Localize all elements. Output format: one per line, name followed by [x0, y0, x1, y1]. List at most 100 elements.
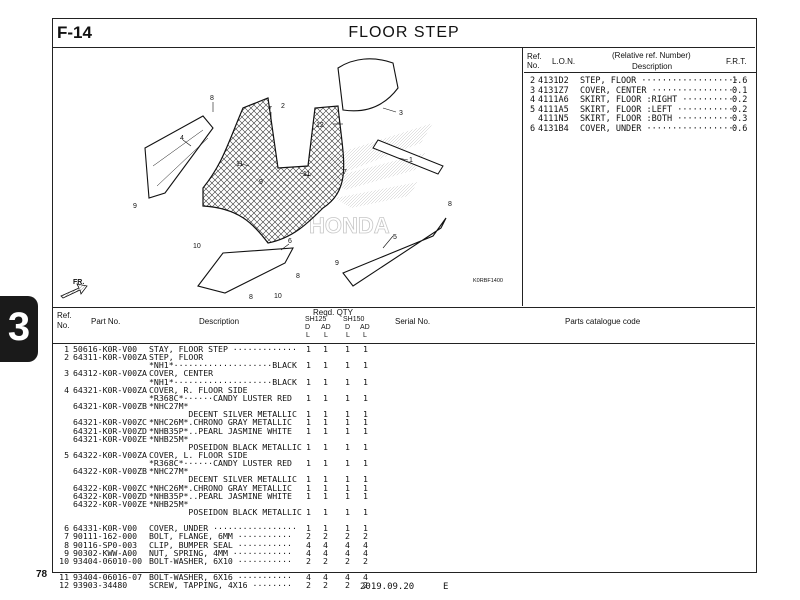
- parts-cell-part-no: 64322-K0R-V00ZE: [73, 498, 147, 509]
- reference-table: Ref. No. L.O.N. (Relative ref. Number) D…: [524, 48, 756, 306]
- parts-cell-description: *NHC26M*.CHRONO GRAY METALLIC: [149, 482, 292, 493]
- parts-cell-qty: 1: [345, 490, 350, 501]
- parts-cell-part-no: 64321-K0R-V00ZC: [73, 417, 147, 428]
- parts-cell-qty: 2: [323, 555, 328, 566]
- parts-cell-qty: 1: [345, 482, 350, 493]
- parts-cell-part-no: 64321-K0R-V00ZB: [73, 401, 147, 412]
- callout-3: 3: [399, 110, 403, 117]
- parts-cell-ref: 12: [59, 580, 69, 591]
- parts-cell-qty: 1: [306, 490, 311, 501]
- diagram-drawing: HONDA: [60, 58, 503, 301]
- parts-cell-description: COVER, R. FLOOR SIDE: [149, 384, 248, 395]
- parts-cell-qty: 1: [363, 458, 368, 469]
- parts-cell-part-no: 64312-K0R-V00ZA: [73, 368, 147, 379]
- callout-9b: 9: [133, 203, 137, 210]
- parts-cell-description: *NHC27M*: [149, 401, 189, 412]
- parts-cell-description: *NHB25M*: [149, 498, 189, 509]
- parts-cell-qty: 1: [306, 360, 311, 371]
- parts-cell-description: COVER, CENTER: [149, 368, 214, 379]
- ref-cell-desc: COVER, UNDER ··················: [580, 123, 739, 134]
- parts-cell-qty: 4: [363, 572, 368, 583]
- ref-cell-lon: 4111N5: [538, 114, 569, 124]
- parts-cell-part-no: 90302-KWW-A00: [73, 547, 138, 558]
- page-header: F-14 FLOOR STEP: [53, 19, 755, 48]
- parts-cell-description: POSEIDON BLACK METALLIC: [149, 507, 302, 517]
- ref-cell-frt: 0.6: [732, 123, 748, 134]
- parts-cell-qty: 1: [306, 523, 311, 534]
- floor-stay-part: [372, 139, 444, 175]
- parts-cell-qty: 1: [363, 425, 368, 436]
- parts-cell-qty: 1: [345, 360, 350, 371]
- section-tab-number: 3: [7, 305, 31, 349]
- header-l2: L: [324, 332, 328, 339]
- parts-cell-qty: 2: [363, 580, 368, 591]
- callout-7a: 7: [268, 106, 272, 113]
- parts-cell-part-no: 90111-162-000: [73, 531, 138, 542]
- parts-cell-qty: 1: [306, 474, 311, 485]
- ref-cell-desc: SKIRT, FLOOR :BOTH ············: [580, 114, 739, 124]
- callout-8c: 8: [296, 273, 300, 280]
- parts-cell-qty: 1: [363, 482, 368, 493]
- parts-cell-qty: 1: [323, 392, 328, 403]
- parts-cell-qty: 4: [363, 539, 368, 550]
- parts-cell-part-no: 64322-K0R-V00ZC: [73, 482, 147, 493]
- parts-cell-part-no: 90116-SP0-003: [73, 539, 138, 550]
- parts-row: 64321-K0R-V00ZC*NHC26M*.CHRONO GRAY META…: [53, 418, 755, 427]
- parts-cell-qty: 1: [363, 417, 368, 428]
- callout-6: 6: [288, 238, 292, 245]
- parts-cell-part-no: 64321-K0R-V00ZE: [73, 433, 147, 444]
- parts-cell-part-no: 64321-K0R-V00ZA: [73, 384, 147, 395]
- parts-cell-qty: 1: [306, 458, 311, 469]
- parts-cell-qty: 1: [363, 474, 368, 485]
- ref-cell-ref: 4: [530, 95, 536, 105]
- callout-4: 4: [180, 135, 184, 142]
- header-ad-125: AD: [321, 324, 331, 331]
- center-cover-part: [337, 58, 399, 112]
- parts-cell-qty: 4: [323, 539, 328, 550]
- parts-cell-description: *R368C*······CANDY LUSTER RED: [149, 392, 292, 403]
- parts-cell-qty: 1: [363, 376, 368, 387]
- parts-cell-qty: 1: [306, 344, 311, 354]
- parts-cell-part-no: 64331-K0R-V00: [73, 523, 138, 534]
- parts-cell-qty: 1: [363, 392, 368, 403]
- parts-cell-qty: 1: [323, 474, 328, 485]
- parts-cell-qty: 1: [345, 344, 350, 354]
- ref-header-relative: (Relative ref. Number): [612, 51, 691, 60]
- parts-cell-qty: 2: [345, 531, 350, 542]
- parts-cell-qty: 2: [323, 580, 328, 591]
- ref-header-lon: L.O.N.: [552, 57, 576, 66]
- ref-cell-lon: 4111A6: [538, 95, 569, 105]
- callout-8a: 8: [210, 95, 214, 102]
- parts-cell-qty: 1: [345, 417, 350, 428]
- page-title: FLOOR STEP: [348, 24, 460, 41]
- callout-5: 5: [393, 234, 397, 241]
- header-d-150: D: [345, 324, 351, 331]
- parts-cell-part-no: 93404-06010-00: [73, 555, 143, 566]
- parts-cell-ref: 11: [59, 572, 69, 583]
- parts-cell-qty: 1: [323, 458, 328, 469]
- ref-cell-lon: 4131D2: [538, 76, 569, 86]
- ref-cell-ref: 2: [530, 76, 536, 86]
- page-number: 78: [36, 569, 48, 580]
- parts-cell-qty: 4: [363, 547, 368, 558]
- header-sh150: SH150: [343, 316, 365, 323]
- parts-cell-qty: 1: [323, 376, 328, 387]
- parts-cell-part-no: 50616-K0R-V00: [73, 344, 138, 354]
- parts-cell-ref: 8: [64, 539, 69, 550]
- ref-header-description: Description: [632, 62, 673, 71]
- ref-header-no: No.: [527, 61, 540, 70]
- parts-cell-qty: 2: [345, 580, 350, 591]
- parts-cell-description: BOLT-WASHER, 6X16 ···········: [149, 572, 292, 583]
- header-ad-150: AD: [360, 324, 370, 331]
- parts-cell-qty: 1: [306, 417, 311, 428]
- parts-cell-ref: 3: [64, 368, 69, 379]
